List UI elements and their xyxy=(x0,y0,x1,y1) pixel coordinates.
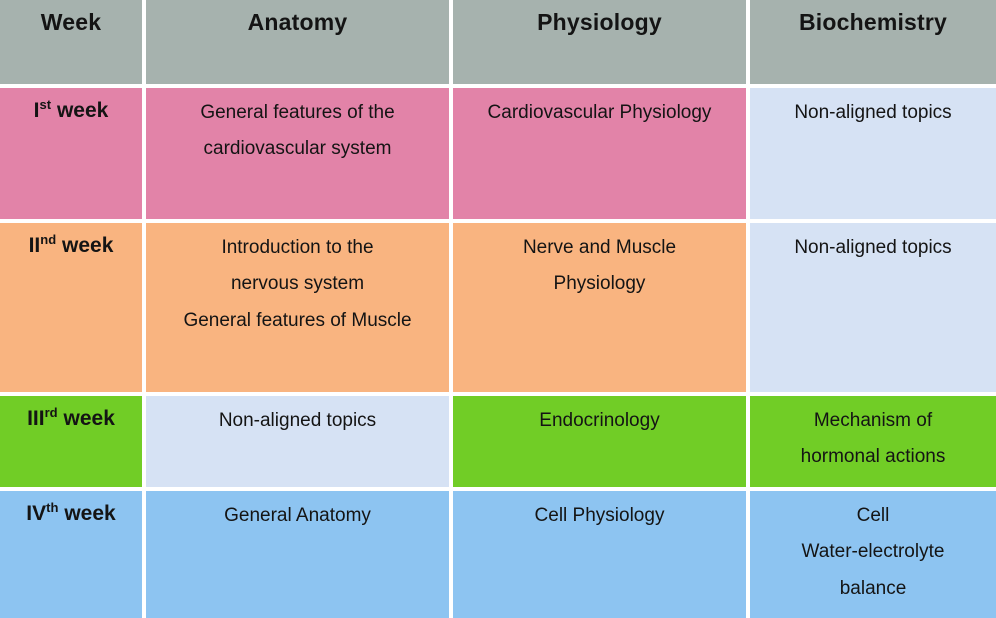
cell-week4-physiology: Cell Physiology xyxy=(453,491,746,618)
cell-week2-anatomy: Introduction to the nervous system Gener… xyxy=(146,223,449,392)
cell-week4-anatomy: General Anatomy xyxy=(146,491,449,618)
header-cell-biochemistry: Biochemistry xyxy=(750,0,996,84)
cell-week4-biochemistry: Cell Water-electrolyte balance xyxy=(750,491,996,618)
header-cell-week: Week xyxy=(0,0,142,84)
ordinal-suffix: th xyxy=(46,500,59,515)
cell-week1-anatomy: General features of the cardiovascular s… xyxy=(146,88,449,219)
cell-week3-biochemistry: Mechanism of hormonal actions xyxy=(750,396,996,487)
cell-week1-physiology: Cardiovascular Physiology xyxy=(453,88,746,219)
cell-week3-anatomy: Non-aligned topics xyxy=(146,396,449,487)
header-cell-anatomy: Anatomy xyxy=(146,0,449,84)
header-cell-physiology: Physiology xyxy=(453,0,746,84)
cell-week2-biochemistry: Non-aligned topics xyxy=(750,223,996,392)
ordinal-suffix: st xyxy=(39,97,52,112)
cell-week3-physiology: Endocrinology xyxy=(453,396,746,487)
ordinal-suffix: rd xyxy=(44,405,58,420)
ordinal-suffix: nd xyxy=(40,232,57,247)
cell-week2-physiology: Nerve and Muscle Physiology xyxy=(453,223,746,392)
cell-week1-biochemistry: Non-aligned topics xyxy=(750,88,996,219)
